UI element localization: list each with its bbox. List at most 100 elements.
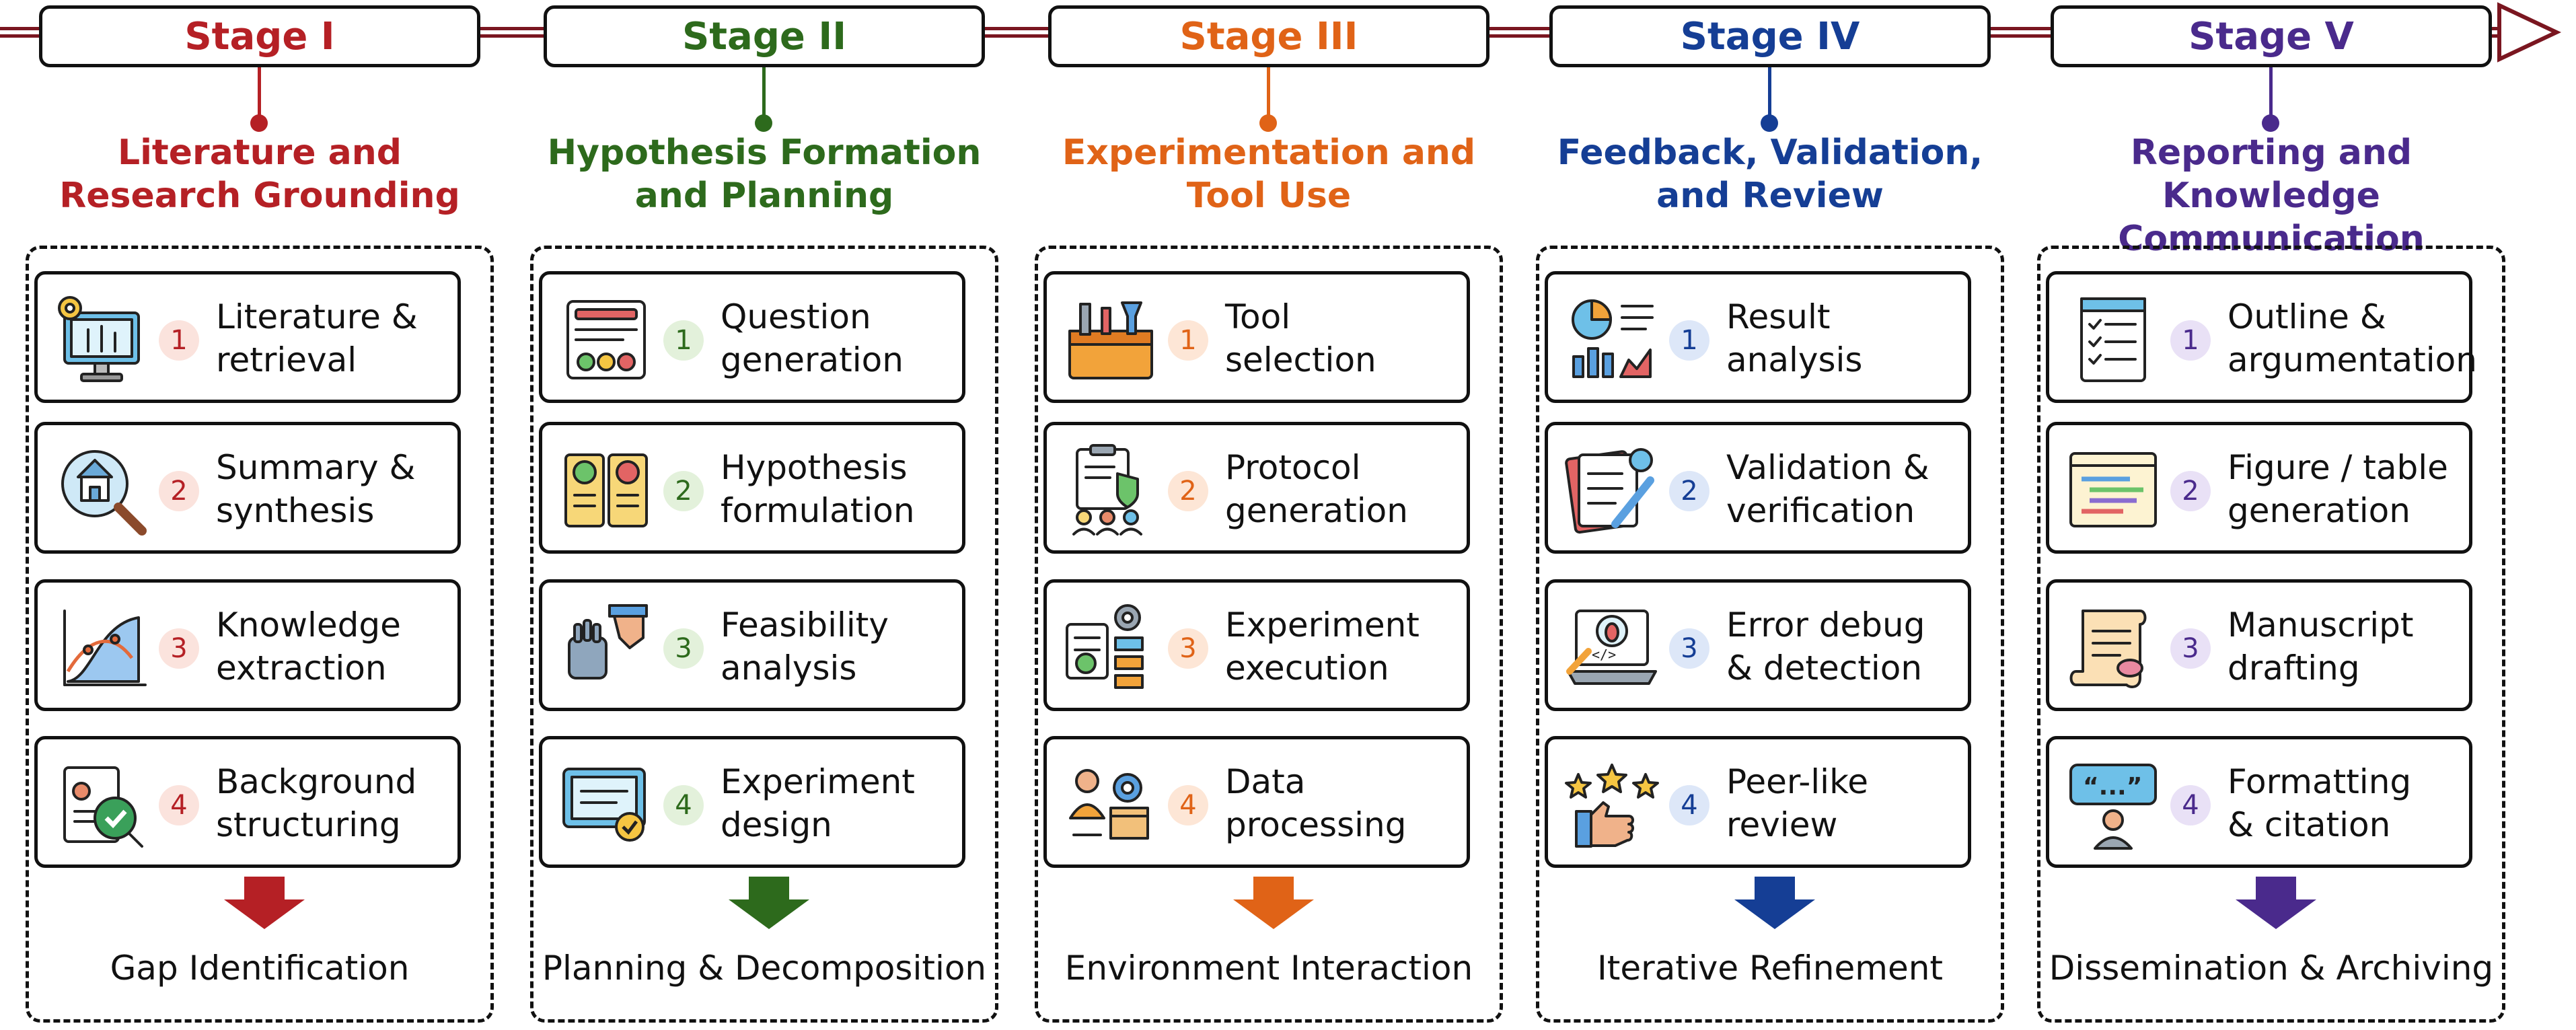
step-number: 1 <box>2170 320 2211 361</box>
step-label-line2: execution <box>1225 649 1389 688</box>
checklist-clipboard-icon <box>2063 289 2164 390</box>
stage-connector-dot <box>1761 114 1778 132</box>
step-label-line1: Experiment <box>721 762 915 801</box>
stage-connector-dot <box>755 114 772 132</box>
down-arrow-icon <box>1233 877 1314 929</box>
stage-connector <box>258 67 261 121</box>
step-label: Validation &verification <box>1726 439 1968 540</box>
down-arrow-icon <box>224 877 305 929</box>
survey-faces-icon <box>556 289 657 390</box>
step-label-line1: Error debug <box>1726 605 1925 645</box>
step-label-line2: synthesis <box>216 491 375 530</box>
step-card: 2 Validation &verification <box>1545 422 1971 554</box>
curve-chart-icon <box>51 597 152 698</box>
step-number: 3 <box>663 628 704 669</box>
step-label: Background structuring <box>216 753 458 854</box>
step-label-line1: Experiment <box>1225 605 1420 645</box>
stage-title-line2: Research Grounding <box>59 176 460 216</box>
person-gear-box-icon <box>1060 754 1161 855</box>
step-label-line1: Background <box>216 762 417 801</box>
step-label-line1: Literature & <box>216 297 418 336</box>
step-number: 4 <box>663 785 704 825</box>
step-number: 3 <box>2170 628 2211 669</box>
stage-title-line1: Feedback, Validation, <box>1557 133 1983 173</box>
stage-title-line1: Literature and <box>117 133 402 173</box>
toolbox-icon <box>1060 289 1161 390</box>
step-label-line1: Hypothesis <box>721 448 908 487</box>
step-label-line1: Formatting <box>2228 762 2412 801</box>
stage-outcome-label: Environment Interaction <box>1064 949 1473 988</box>
step-label: Experiment execution <box>1225 596 1467 697</box>
step-number: 2 <box>1168 471 1208 511</box>
stage-connector <box>1267 67 1270 121</box>
stage-title-line2: and Review <box>1656 176 1884 216</box>
step-label-line2: generation <box>721 340 904 379</box>
step-label-line2: structuring <box>216 805 401 844</box>
stage-outcome-label: Dissemination & Archiving <box>2049 949 2494 988</box>
svg-text:“...”: “...” <box>2083 773 2142 801</box>
step-label: Hypothesis formulation <box>721 439 963 540</box>
timeline-arrowhead <box>2497 2 2562 63</box>
step-label-line2: & citation <box>2228 805 2391 844</box>
step-label-line1: Knowledge <box>216 605 401 645</box>
step-number: 1 <box>1168 320 1208 361</box>
gear-flowchart-icon <box>1060 597 1161 698</box>
speech-quote-person-icon: “...” <box>2063 754 2164 855</box>
robot-hand-icon <box>556 597 657 698</box>
stage-header: Stage III <box>1048 5 1489 67</box>
stage-title: Feedback, Validation,and Review <box>1522 131 2018 217</box>
stage-connector-dot <box>250 114 268 132</box>
step-card: 2 Summary &synthesis <box>34 422 461 554</box>
step-label-line2: extraction <box>216 649 387 688</box>
stage-steps-panel: 1 Literature & retrieval 2 Summary &synthes… <box>26 246 494 1023</box>
step-number: 2 <box>1669 471 1709 511</box>
step-label-line1: Protocol <box>1225 448 1361 487</box>
step-label-line2: formulation <box>721 491 915 530</box>
step-number: 3 <box>1669 628 1709 669</box>
stage-outcome-label: Planning & Decomposition <box>542 949 987 988</box>
step-label-line1: Feasibility <box>721 605 889 645</box>
stage-title-line2: Communication <box>2118 219 2425 259</box>
stage-title-line1: Experimentation and <box>1062 133 1476 173</box>
step-label-line2: processing <box>1225 805 1407 844</box>
step-number: 1 <box>159 320 199 361</box>
stage-connector-dot <box>1259 114 1277 132</box>
step-number: 2 <box>159 471 199 511</box>
step-label-line1: Validation & <box>1726 448 1929 487</box>
step-label: Summary &synthesis <box>216 439 458 540</box>
step-label-line2: selection <box>1225 340 1376 379</box>
laptop-bug-icon: </> <box>1561 597 1662 698</box>
magnifier-building-icon <box>51 440 152 541</box>
stage-title-line2: Tool Use <box>1186 176 1352 216</box>
stage-connector <box>2269 67 2273 121</box>
step-label-line1: Peer-like <box>1726 762 1869 801</box>
step-label-line2: retrieval <box>216 340 357 379</box>
step-label-line2: argumentation <box>2228 340 2477 379</box>
step-number: 1 <box>663 320 704 361</box>
step-card: 1 Literature & retrieval <box>34 271 461 403</box>
step-label-line2: & detection <box>1726 649 1923 688</box>
profile-check-icon <box>51 754 152 855</box>
